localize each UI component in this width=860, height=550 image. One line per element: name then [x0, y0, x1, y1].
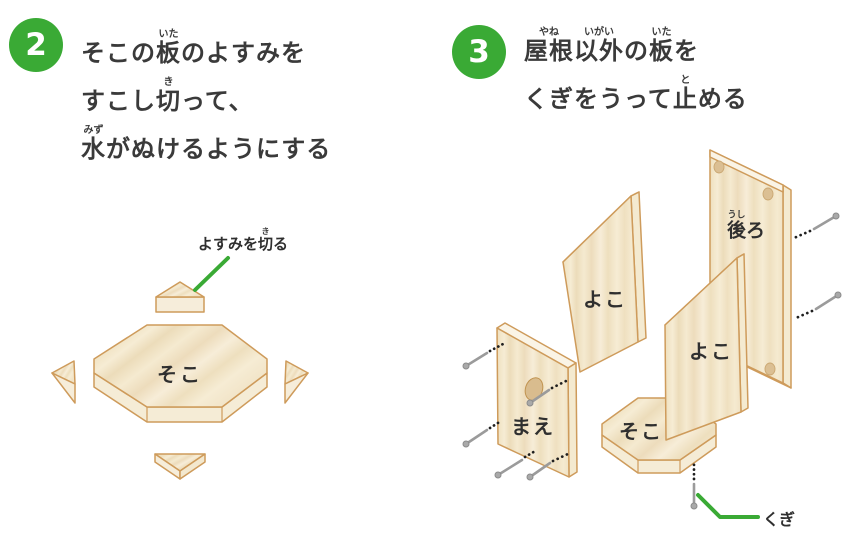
- bottom-board: [93, 324, 268, 423]
- cut-diagram-illustration: [51, 256, 309, 480]
- nail-icon: [526, 451, 572, 481]
- corner-piece-bottom: [154, 453, 206, 480]
- callout-line: [193, 256, 230, 292]
- side-board-upper-label: よこ: [583, 287, 627, 312]
- nail-hole: [713, 160, 725, 174]
- assembly-diagram-illustration: [462, 149, 842, 519]
- bottom-board-label: そこ: [157, 362, 203, 387]
- nail-icon: [792, 212, 840, 240]
- side-board-lower: [664, 253, 749, 441]
- nail-icon: [462, 342, 505, 370]
- side-board-upper: [562, 191, 647, 373]
- nail-icon: [526, 378, 570, 407]
- step-3-heading-line-2: くぎをうって止とめる: [524, 75, 748, 113]
- assembly-bottom-board-label: そこ: [619, 419, 663, 444]
- step-2-badge: 2: [9, 18, 63, 72]
- step-3-badge: 3: [452, 25, 506, 79]
- nail-icon: [494, 448, 539, 479]
- nail-hole: [762, 187, 774, 201]
- cut-corner-callout-label: よすみを切きる: [198, 227, 289, 253]
- corner-piece-right: [284, 360, 309, 404]
- nail-label: くぎ: [763, 510, 796, 529]
- step-2-heading-line-2: すこし切きって、: [81, 77, 254, 115]
- side-board-lower-label: よこ: [689, 339, 733, 364]
- front-board-label: まえ: [511, 414, 555, 439]
- corner-piece-left: [51, 360, 76, 404]
- nail-hole: [764, 362, 776, 376]
- step-3-heading-line-1: 屋根やね以外いがいの板いたを: [524, 27, 699, 65]
- corner-piece-top: [155, 281, 205, 313]
- step-2-heading-line-1: そこの板いたのよすみを: [81, 29, 306, 67]
- front-board: [496, 322, 578, 478]
- nail-callout-line: [696, 493, 760, 519]
- nail-icon: [690, 459, 698, 510]
- nail-icon: [794, 291, 842, 320]
- back-board-label: 後うしろ: [726, 210, 766, 242]
- step-2-heading-line-3: 水みずがぬけるようにする: [81, 125, 332, 163]
- nail-icon: [462, 419, 503, 448]
